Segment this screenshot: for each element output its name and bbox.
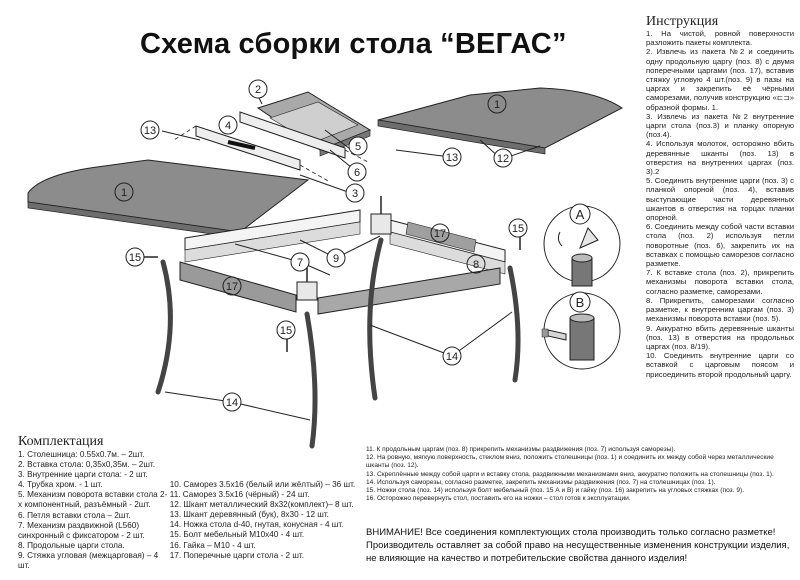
tabletop-right	[377, 87, 623, 155]
svg-text:3: 3	[352, 188, 358, 200]
svg-text:7: 7	[297, 257, 303, 269]
part-item: 11. Саморез 3.5х16 (чёрный) - 24 шт.	[169, 490, 310, 500]
part-item: 3. Внутренние царги стола: - 2 шт.	[18, 470, 148, 480]
step-item: 16. Осторожно перевернуть стол, поставит…	[366, 495, 631, 503]
part-item: 10. Саморез 3.5х16 (белый или жёлтый) – …	[169, 480, 356, 489]
parts-list-column-1: 1. Столешница: 0.55х0.7м. – 2шт. 2. Вста…	[18, 450, 170, 571]
svg-text:2: 2	[255, 84, 261, 96]
warning-text: ВНИМАНИЕ! Все соединения комплектующих с…	[366, 527, 790, 564]
part-item: 14. Ножка стола d-40, гнутая, конусная -…	[169, 520, 344, 530]
step-item: 13. Скреплённые между собой царги и вста…	[366, 470, 774, 478]
instruction-item: 4. Используя молоток, осторожно вбить де…	[646, 139, 794, 177]
callout-14-right: 14	[442, 346, 462, 366]
part-item: 15. Болт мебельный М10х40 - 4 шт.	[169, 530, 305, 540]
svg-text:1: 1	[494, 99, 500, 111]
instructions-panel: Инструкция 1. На чистой, ровной поверхно…	[646, 15, 794, 379]
callout-4: 4	[218, 115, 238, 135]
callout-13-right: 13	[442, 147, 462, 167]
svg-text:14: 14	[446, 351, 458, 363]
svg-text:A: A	[576, 207, 585, 222]
step-item: 14. Используя саморезы, согласно разметк…	[366, 478, 716, 486]
part-item: 6. Петля вставки стола – 2шт.	[18, 510, 131, 520]
parts-list-column-2: 10. Саморез 3.5х16 (белый или жёлтый) – …	[170, 480, 358, 571]
callout-15-left: 15	[125, 247, 145, 267]
callout-14-left: 14	[222, 392, 242, 412]
steps-list: 11. К продольным царгам (поз. 8) прикреп…	[366, 446, 790, 503]
callout-1-right: 1	[487, 94, 507, 114]
svg-text:17: 17	[226, 281, 238, 293]
svg-text:13: 13	[144, 125, 156, 137]
svg-text:15: 15	[129, 252, 141, 264]
step-item: 15. Ножки стола (поз. 14) используя болт…	[366, 487, 745, 495]
part-item: 5. Механизм поворота вставки стола 2-х к…	[18, 490, 168, 510]
callout-detail-b: B	[569, 291, 591, 313]
callout-13-left: 13	[140, 120, 160, 140]
instruction-item: 5. Соединить внутренние царги (поз. 3) с…	[646, 176, 794, 223]
callout-detail-a: A	[569, 203, 591, 225]
instruction-item: 9. Аккуратно вбить деревянные шканты (по…	[646, 323, 794, 351]
svg-text:14: 14	[226, 397, 238, 409]
svg-text:12: 12	[497, 153, 509, 165]
callout-5: 5	[348, 136, 368, 156]
leader-lines	[161, 95, 541, 421]
page-title: Схема сборки стола “ВЕГАС”	[140, 28, 567, 60]
parts-list-heading: Комплектация	[18, 434, 104, 449]
svg-text:15: 15	[512, 223, 524, 235]
callout-6: 6	[347, 162, 367, 182]
apron-frame	[179, 196, 506, 315]
svg-text:17: 17	[434, 228, 446, 240]
inner-rails	[173, 111, 369, 183]
callout-1-left: 1	[114, 182, 134, 202]
part-item: 1. Столешница: 0.55х0.7м. – 2шт.	[18, 450, 145, 459]
part-item: 9. Стяжка угловая (межцарговая) – 4 шт.	[18, 550, 159, 571]
instruction-item: 2. Извлечь из пакета №2 и соединить одну…	[646, 47, 794, 112]
instructions-list: 1. На чистой, ровной поверхности разложи…	[646, 29, 794, 379]
part-item: 13. Шкант деревянный (бук), 8х30 - 12 шт…	[169, 510, 329, 520]
svg-text:15: 15	[280, 325, 292, 337]
instruction-item: 6. Соединить между собой части вставки с…	[646, 222, 794, 269]
callout-17-left: 17	[222, 276, 242, 296]
parts-list-panel: Комплектация 1. Столешница: 0.55х0.7м. –…	[18, 434, 358, 571]
callout-17-right: 17	[430, 223, 450, 243]
step-item: 12. На ровную, мягкую поверхность, стекл…	[366, 454, 774, 470]
part-item: 7. Механизм раздвижной (L560) синхронный…	[18, 520, 145, 540]
svg-text:9: 9	[333, 253, 339, 265]
part-item: 17. Поперечные царги стола - 2 шт.	[169, 550, 305, 560]
callout-15-right: 15	[508, 218, 528, 238]
part-item: 8. Продольные царги стола.	[18, 540, 125, 550]
callout-9: 9	[326, 248, 346, 268]
callout-8: 8	[466, 254, 486, 274]
callouts: 1 1 2 3 4 5 6 7 8 9 12 13 13 14 14 15 15…	[114, 79, 591, 412]
svg-text:B: B	[576, 295, 585, 310]
step-item: 11. К продольным царгам (поз. 8) прикреп…	[366, 446, 676, 453]
svg-text:4: 4	[225, 120, 231, 132]
svg-text:13: 13	[446, 152, 458, 164]
part-item: 12. Шкант металлический 8х32(комплект)– …	[169, 500, 354, 510]
assembly-steps-continued: 11. К продольным царгам (поз. 8) прикреп…	[366, 446, 790, 503]
svg-text:8: 8	[473, 259, 479, 271]
instruction-item: 1. На чистой, ровной поверхности разложи…	[646, 29, 794, 48]
svg-text:6: 6	[354, 167, 360, 179]
table-legs	[142, 234, 521, 449]
instruction-item: 3. Извлечь из пакета №2 внутренние царги…	[646, 111, 794, 140]
callout-2: 2	[248, 79, 268, 99]
part-item: 2. Вставка стола: 0,35х0,35м. – 2шт.	[18, 460, 156, 470]
detail-views	[541, 205, 621, 370]
part-item: 4. Трубка хром. - 1 шт.	[18, 480, 103, 490]
svg-text:5: 5	[355, 141, 361, 153]
callout-12: 12	[493, 148, 513, 168]
instruction-item: 7. К вставке стола (поз. 2), прикрепить …	[646, 268, 794, 296]
callout-3: 3	[345, 183, 365, 203]
instructions-heading: Инструкция	[646, 14, 719, 29]
part-item: 16. Гайка – М10 - 4 шт.	[169, 540, 256, 550]
instruction-item: 8. Прикрепить, саморезами согласно разме…	[646, 295, 794, 324]
tabletop-left	[27, 159, 310, 239]
instruction-item: 10. Соединить внутренние царги со вставк…	[646, 351, 794, 379]
callout-7: 7	[290, 252, 310, 272]
callout-15-mid: 15	[276, 320, 296, 340]
svg-text:1: 1	[121, 187, 127, 199]
